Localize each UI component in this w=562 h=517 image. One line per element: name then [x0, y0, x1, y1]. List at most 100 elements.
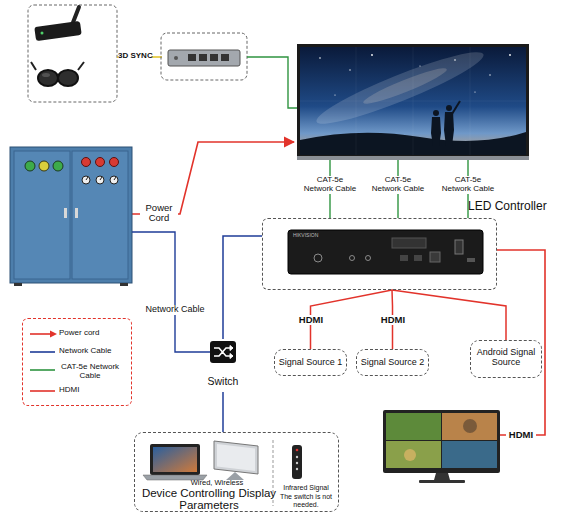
3d-glasses	[31, 62, 84, 86]
led-screen	[489, 74, 490, 75]
led-screen	[297, 44, 529, 160]
3d-emitter	[41, 32, 44, 35]
remote-control	[296, 468, 298, 470]
switch-label: Switch	[193, 376, 253, 388]
electrical-cabinet	[82, 176, 90, 184]
remote-control	[292, 445, 302, 479]
connector-label: HDMI	[378, 315, 408, 325]
sync-cable	[247, 57, 298, 108]
led-screen	[319, 57, 321, 59]
monitor	[383, 410, 500, 483]
led-screen	[297, 42, 529, 160]
device-note: The switch is not needed.	[275, 493, 337, 508]
hdmi-monitor-cable	[497, 250, 545, 435]
legend-text: CAT-5e Network Cable	[59, 363, 121, 381]
tablet	[214, 441, 258, 480]
electrical-cabinet	[96, 158, 105, 167]
sync-box-group	[161, 33, 247, 80]
legend-line-sample	[30, 351, 55, 353]
sync-box-group	[168, 50, 240, 66]
electrical-cabinet	[53, 161, 63, 171]
monitor	[404, 449, 416, 461]
electrical-cabinet	[64, 208, 67, 218]
led-screen	[334, 94, 335, 95]
tablet	[214, 441, 258, 474]
led-screen	[361, 64, 449, 109]
tablet	[217, 444, 255, 471]
sync-box-group	[221, 54, 229, 61]
3d-glasses	[38, 70, 58, 86]
electrical-cabinet	[96, 176, 104, 184]
legend-line-sample	[30, 390, 55, 392]
led-controller-device	[392, 238, 426, 248]
sync-box-group	[199, 54, 207, 61]
electrical-cabinet	[110, 158, 119, 167]
remote-control	[296, 456, 298, 458]
3d-glasses-group-box	[28, 5, 117, 102]
connector-line	[223, 236, 262, 339]
led-screen	[419, 65, 420, 66]
3d-glasses	[42, 73, 50, 77]
group-heading: Device Controlling Display Parameters	[141, 487, 277, 511]
box-label: Android Signal Source	[472, 348, 540, 368]
electrical-cabinet	[10, 147, 132, 286]
box-label: Signal Source 2	[357, 358, 428, 368]
control-devices-box: Wired, WirelessInfrared SignalThe switch…	[134, 432, 339, 512]
monitor	[386, 413, 441, 440]
group-heading: LED Controller	[468, 200, 560, 213]
electrical-cabinet	[114, 177, 116, 180]
led-screen	[444, 112, 454, 146]
electrical-cabinet	[72, 151, 128, 279]
3d-glasses	[57, 75, 59, 77]
network-cable	[132, 232, 210, 352]
electrical-cabinet	[86, 177, 88, 180]
sync-box-group	[161, 33, 247, 80]
remote-control	[296, 449, 299, 452]
led-screen	[371, 54, 373, 56]
legend-arrowhead	[50, 331, 57, 338]
electrical-cabinet	[110, 176, 118, 184]
led-controller-device	[414, 255, 422, 261]
led-screen	[312, 42, 489, 134]
electrical-cabinet	[10, 147, 132, 283]
electrical-cabinet	[25, 161, 35, 171]
legend-text: Power cord	[59, 329, 129, 338]
led-screen	[433, 110, 439, 116]
switch-icon	[210, 341, 236, 363]
laptop	[150, 444, 200, 475]
led-controller-device	[288, 230, 483, 274]
led-screen	[454, 59, 456, 61]
remote-control	[292, 445, 302, 479]
legend-line-sample	[30, 369, 55, 371]
electrical-cabinet	[75, 208, 78, 218]
electrical-cabinet	[100, 177, 102, 180]
switch-icon	[230, 346, 233, 359]
connector-line	[222, 392, 224, 432]
led-controller-device	[288, 230, 483, 274]
device-caption: Infrared Signal	[275, 484, 337, 492]
cable-label: CAT-5e Network Cable	[302, 176, 358, 194]
cable-label: Power Cord	[140, 203, 178, 224]
signal-source-box: Android Signal Source	[470, 340, 542, 378]
led-screen	[349, 69, 350, 70]
controller-group-box: LED Controller	[262, 218, 497, 290]
remote-control	[296, 462, 298, 464]
sync-box-group	[188, 54, 196, 61]
sync-cable	[247, 57, 298, 108]
monitor	[442, 441, 497, 468]
laptop	[143, 444, 207, 480]
electrical-cabinet	[39, 161, 49, 171]
legend-text: HDMI	[59, 386, 129, 395]
switch-node: Switch	[203, 339, 243, 392]
legend-box: Power cordNetwork CableCAT-5e Network Ca…	[22, 318, 132, 406]
switch-icon	[214, 348, 231, 356]
led-controller-device	[314, 254, 322, 262]
led-screen	[300, 47, 526, 155]
led-screen	[474, 91, 475, 92]
led-screen	[300, 47, 526, 155]
switch-icon	[210, 341, 236, 363]
cable-label: HDMI	[506, 430, 536, 440]
